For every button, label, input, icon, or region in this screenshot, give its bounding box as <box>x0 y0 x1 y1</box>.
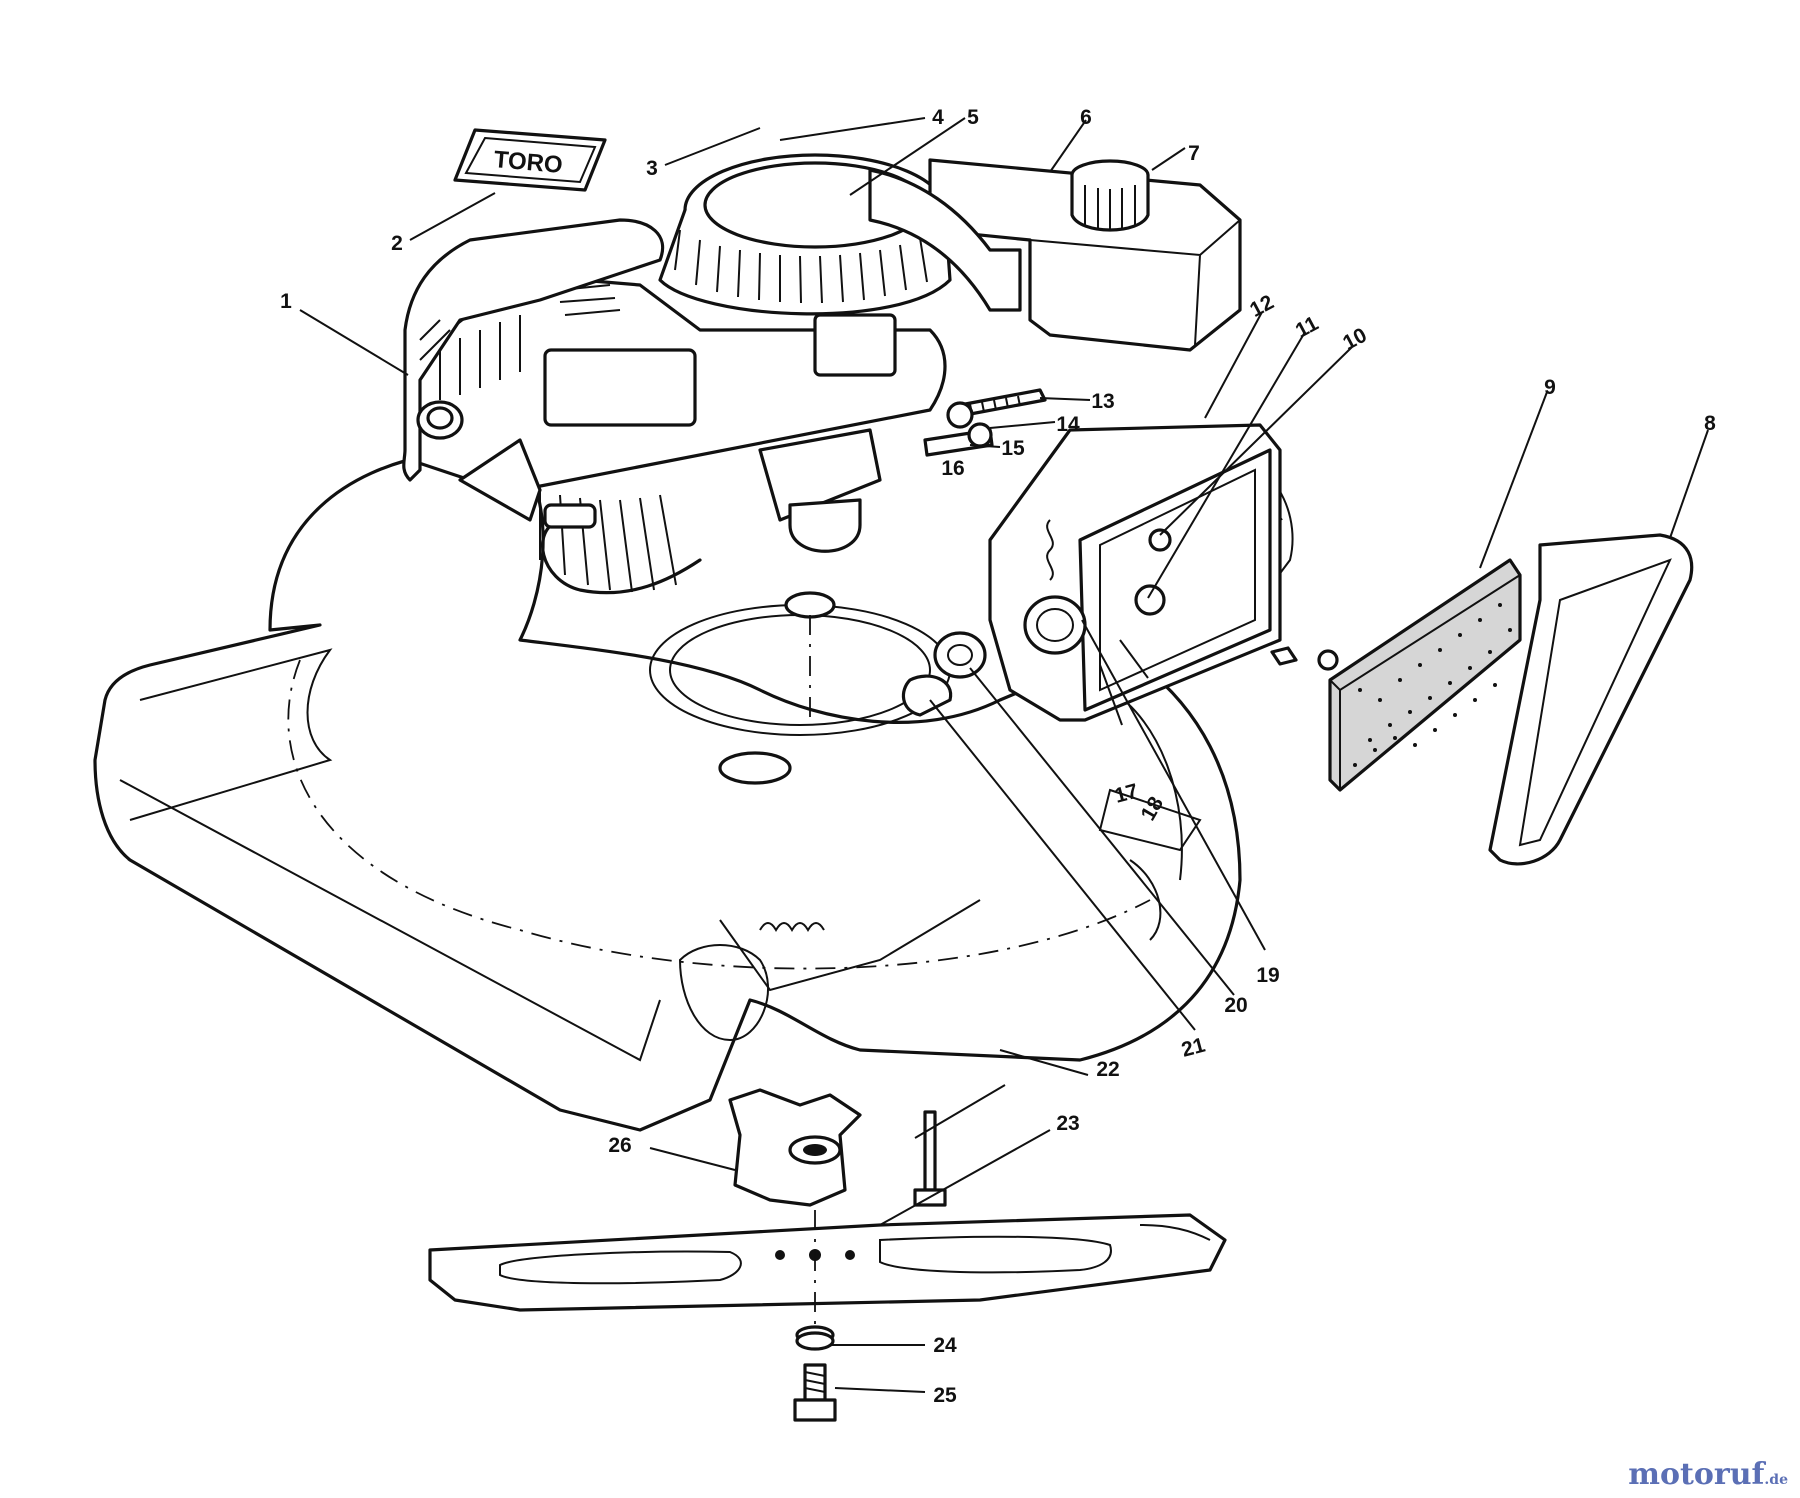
callout-10: 10 <box>1339 324 1370 355</box>
callout-26: 26 <box>608 1134 631 1157</box>
callout-8: 8 <box>1704 412 1716 435</box>
callout-25: 25 <box>933 1384 957 1407</box>
small-fasteners <box>901 388 1339 717</box>
callout-16: 16 <box>941 457 964 480</box>
callout-7: 7 <box>1188 142 1200 165</box>
watermark-tld: .de <box>1764 1472 1788 1488</box>
callout-11: 11 <box>1292 312 1323 343</box>
bolt-25 <box>793 1363 837 1422</box>
callout-9: 9 <box>1544 376 1556 399</box>
callout-24: 24 <box>933 1334 957 1357</box>
washer-24 <box>795 1325 835 1351</box>
callout-6: 6 <box>1080 106 1092 129</box>
callout-21: 21 <box>1179 1034 1208 1062</box>
mower-deck <box>93 448 1294 1132</box>
muffler <box>402 218 665 482</box>
air-cleaner-body <box>988 423 1282 722</box>
toro-logo-text: TORO <box>493 146 564 179</box>
filter-speckle <box>1353 603 1512 767</box>
callout-2: 2 <box>391 232 403 255</box>
starter-fins <box>674 229 928 304</box>
callout-19: 19 <box>1256 964 1279 987</box>
callout-13: 13 <box>1091 390 1114 413</box>
callout-20: 20 <box>1224 994 1247 1017</box>
cylinder-fins <box>539 490 677 593</box>
foam-filter <box>1328 558 1522 792</box>
fuel-cap <box>1070 159 1150 232</box>
site-watermark: motoruf.de <box>1628 1457 1788 1492</box>
callout-15: 15 <box>1001 437 1025 460</box>
callout-23: 23 <box>1056 1112 1079 1135</box>
leader-lines <box>299 117 1709 1393</box>
callout-14: 14 <box>1056 413 1080 436</box>
toro-decal: TORO <box>453 128 607 192</box>
air-cleaner-cover <box>1488 533 1694 866</box>
callout-1: 1 <box>280 290 292 313</box>
callout-5: 5 <box>967 106 979 129</box>
watermark-name: motoruf <box>1628 1457 1765 1492</box>
engine <box>408 153 952 720</box>
callout-22: 22 <box>1096 1058 1119 1081</box>
mower-blade <box>428 1213 1227 1312</box>
fuel-tank <box>868 158 1242 352</box>
callout-3: 3 <box>646 157 658 180</box>
blade-adapter <box>728 1088 862 1207</box>
callout-12: 12 <box>1246 291 1277 322</box>
callout-4: 4 <box>932 106 944 129</box>
